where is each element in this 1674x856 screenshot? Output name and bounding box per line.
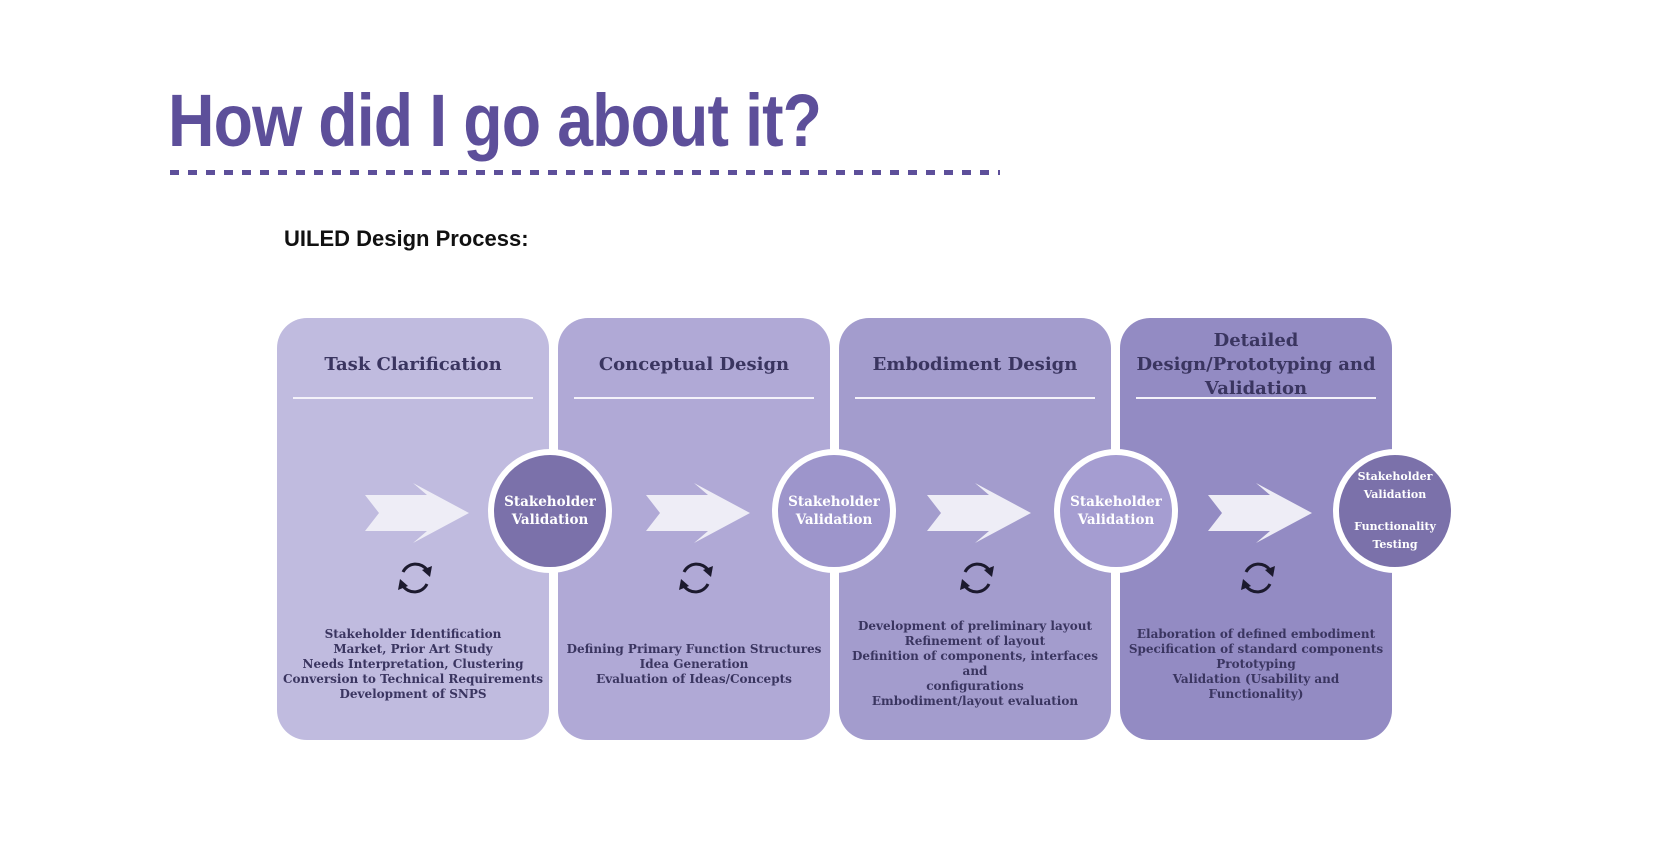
refresh-cycle-icon [960, 562, 994, 594]
stage-activity: Needs Interpretation, Clustering [302, 656, 524, 671]
gate-label: Functionality [1354, 520, 1436, 533]
gate-label: Validation [795, 512, 873, 528]
stage-activity: Conversion to Technical Requirements [282, 671, 544, 686]
arrow-right-icon [1208, 483, 1312, 543]
stage-divider [293, 397, 533, 399]
dotted-divider [170, 170, 1000, 175]
stage-activity: Development of preliminary layout [858, 619, 1092, 633]
stage-activity: Defining Primary Function Structures [566, 641, 822, 656]
gate-label: Stakeholder [1070, 494, 1162, 510]
stage-activity: Prototyping [1216, 656, 1296, 671]
gate-label: Validation [1077, 512, 1155, 528]
stage-activity: Elaboration of defined embodiment [1136, 626, 1376, 641]
arrow-right-icon [365, 483, 469, 543]
stage-title: Task Clarification [324, 354, 502, 375]
stage-activity: Market, Prior Art Study [333, 641, 493, 656]
stage-activity: Embodiment/layout evaluation [871, 694, 1079, 708]
stage-divider [855, 397, 1095, 399]
refresh-cycle-icon [679, 562, 713, 594]
gate-label: Validation [1363, 488, 1427, 501]
gate-label: Testing [1372, 538, 1418, 551]
stage-activity: Refinement of layout [904, 634, 1046, 648]
refresh-cycle-icon [398, 562, 432, 594]
stage-activity: Evaluation of Ideas/Concepts [596, 671, 792, 686]
stage-divider [1136, 397, 1376, 399]
arrow-right-icon [927, 483, 1031, 543]
stage-activity: configurations [926, 679, 1024, 693]
gate-label: Stakeholder [1357, 470, 1433, 483]
stage-title: Detailed Design/Prototyping and Validati… [1136, 330, 1376, 399]
gate-label: Stakeholder [788, 494, 880, 510]
gate-label: Validation [511, 512, 589, 528]
page-title: How did I go about it? [168, 79, 822, 162]
stage-divider [574, 397, 814, 399]
stage-activity: Specification of standard components [1128, 641, 1384, 656]
stage-title: Conceptual Design [598, 354, 790, 375]
arrow-right-icon [646, 483, 750, 543]
stage-activity: Definition of components, interfaces and [852, 649, 1098, 678]
diagram-subtitle: UILED Design Process: [284, 226, 529, 251]
gate-label: Stakeholder [504, 494, 596, 510]
stage-activity: Stakeholder Identification [324, 626, 502, 641]
stage-activity: Validation (Usability and Functionality) [1172, 671, 1340, 701]
stage-activity: Idea Generation [639, 656, 749, 671]
refresh-cycle-icon [1241, 562, 1275, 594]
stage-title: Embodiment Design [872, 354, 1078, 375]
stage-activity: Development of SNPS [339, 686, 487, 701]
